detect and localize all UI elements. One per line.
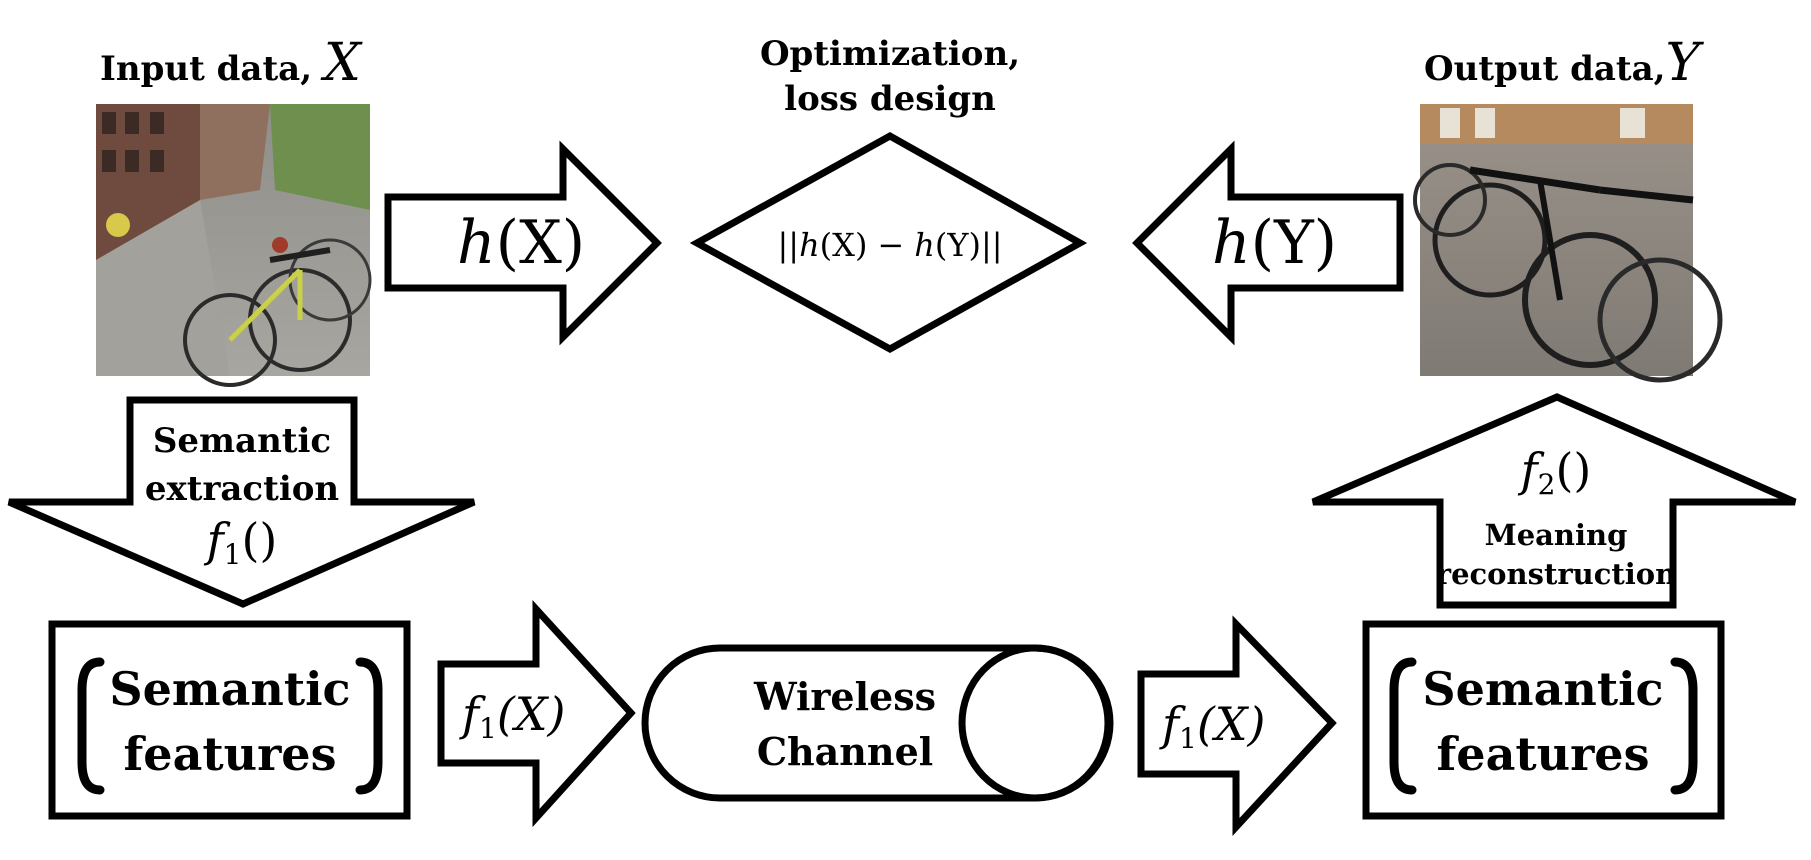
semantic-features-right: Semantic features xyxy=(1362,620,1725,820)
output-data-label: Output data,Y xyxy=(1424,33,1704,93)
hy-arrow-label: h(Y) xyxy=(1212,208,1337,278)
channel-line2: Channel xyxy=(757,729,933,774)
features-right-line1: Semantic xyxy=(1422,662,1663,716)
loss-design-label: loss design xyxy=(784,79,996,119)
semantic-features-left: Semantic features xyxy=(48,620,411,820)
reconstruction-line2: reconstruction xyxy=(1436,557,1676,591)
hy-arrow: h(Y) xyxy=(1132,140,1404,346)
transmit-arrow: f1(X) xyxy=(437,599,636,828)
features-right-line2: features xyxy=(1437,727,1650,781)
meaning-reconstruction-arrow: f2() Meaning reconstruction xyxy=(1311,393,1797,609)
input-image xyxy=(96,104,372,387)
extraction-function: f1() xyxy=(204,513,278,571)
receive-arrow-label: f1(X) xyxy=(1159,697,1266,755)
loss-diamond: ||h(X)−h(Y)|| xyxy=(689,131,1088,354)
extraction-line1: Semantic xyxy=(153,421,331,461)
transmit-arrow-label: f1(X) xyxy=(459,687,566,745)
extraction-line2: extraction xyxy=(145,469,339,509)
input-data-label: Input data, X xyxy=(100,33,363,93)
loss-formula: ||h(X)−h(Y)|| xyxy=(778,226,1003,264)
reconstruction-function: f2() xyxy=(1518,443,1592,501)
hx-arrow-label: h(X) xyxy=(457,208,585,278)
wireless-channel: Wireless Channel xyxy=(641,644,1114,802)
reconstruction-line1: Meaning xyxy=(1485,518,1628,552)
features-left-line1: Semantic xyxy=(109,662,350,716)
output-image xyxy=(1413,104,1723,383)
features-left-line2: features xyxy=(124,727,337,781)
semantic-extraction-arrow: Semantic extraction f1() xyxy=(7,396,476,608)
receive-arrow: f1(X) xyxy=(1137,615,1337,836)
channel-line1: Wireless xyxy=(753,674,936,719)
hx-arrow: h(X) xyxy=(384,140,662,346)
optimization-label: Optimization, xyxy=(760,34,1020,74)
